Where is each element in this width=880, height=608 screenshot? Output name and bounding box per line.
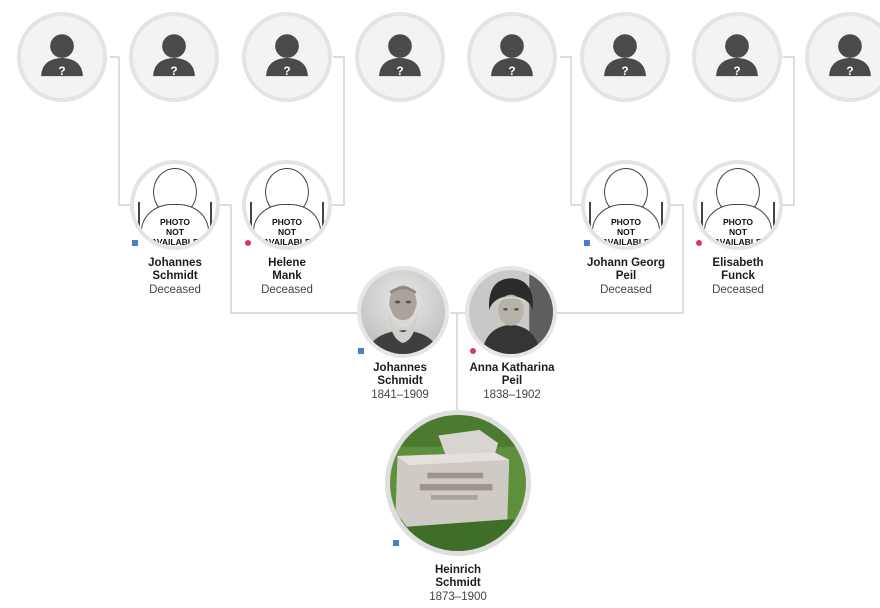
person-lifespan: Deceased [600, 284, 652, 296]
person-name: Helene Mank [268, 257, 306, 282]
person-portrait-johannes-schmidt[interactable] [357, 266, 449, 358]
person-lifespan: 1838–1902 [483, 389, 541, 401]
person-name: Johann Georg Peil [587, 257, 665, 282]
photo-not-available-text: PHOTO NOT AVAILABLE [263, 217, 311, 247]
person-card-elisabeth-funck[interactable]: Elisabeth Funck Deceased [678, 257, 798, 297]
person-card-johannes-schmidt[interactable]: Johannes Schmidt 1841–1909 [340, 362, 460, 402]
unknown-ancestor-question-mark: ? [170, 64, 177, 78]
person-silhouette-icon: ? [379, 34, 421, 78]
unknown-ancestor-question-mark: ? [283, 64, 290, 78]
unknown-ancestor-question-mark: ? [733, 64, 740, 78]
person-silhouette-icon: ? [604, 34, 646, 78]
person-lifespan: Deceased [261, 284, 313, 296]
person-portrait-helene-mank[interactable]: PHOTO NOT AVAILABLE [242, 160, 332, 250]
person-card-helene-mank[interactable]: Helene Mank Deceased [227, 257, 347, 297]
portrait-photo-bearded-man [361, 270, 445, 354]
person-name: Heinrich Schmidt [434, 564, 481, 589]
male-gender-icon [393, 540, 399, 546]
placeholder-edge [773, 202, 775, 230]
unknown-ancestor-3[interactable]: ? [242, 12, 332, 102]
person-silhouette-icon: ? [491, 34, 533, 78]
person-portrait-johannes-schmidt-sr[interactable]: PHOTO NOT AVAILABLE [130, 160, 220, 250]
unknown-ancestor-2[interactable]: ? [129, 12, 219, 102]
female-gender-icon [245, 240, 251, 246]
person-silhouette-icon: ? [153, 34, 195, 78]
male-gender-icon [358, 348, 364, 354]
placeholder-body-outline [141, 204, 209, 246]
placeholder-edge [661, 202, 663, 230]
female-gender-icon [696, 240, 702, 246]
person-card-johannes-schmidt-sr[interactable]: Johannes Schmidt Deceased [115, 257, 235, 297]
unknown-ancestor-question-mark: ? [846, 64, 853, 78]
person-portrait-anna-katharina-peil[interactable] [465, 266, 557, 358]
person-card-anna-katharina-peil[interactable]: Anna Katharina Peil 1838–1902 [452, 362, 572, 402]
unknown-ancestor-1[interactable]: ? [17, 12, 107, 102]
placeholder-edge [701, 202, 703, 230]
person-portrait-elisabeth-funck[interactable]: PHOTO NOT AVAILABLE [693, 160, 783, 250]
placeholder-edge [322, 202, 324, 230]
unknown-ancestor-question-mark: ? [508, 64, 515, 78]
photo-not-available-text: PHOTO NOT AVAILABLE [602, 217, 650, 247]
placeholder-edge [589, 202, 591, 230]
unknown-ancestor-question-mark: ? [621, 64, 628, 78]
person-name: Johannes Schmidt [148, 257, 202, 282]
person-silhouette-icon: ? [266, 34, 308, 78]
placeholder-body-outline [592, 204, 660, 246]
photo-not-available-text: PHOTO NOT AVAILABLE [151, 217, 199, 247]
portrait-photo-woman-bonnet [469, 270, 553, 354]
male-gender-icon [584, 240, 590, 246]
person-lifespan: 1873–1900 [429, 591, 487, 603]
female-gender-icon [470, 348, 476, 354]
placeholder-edge [210, 202, 212, 230]
unknown-ancestor-6[interactable]: ? [580, 12, 670, 102]
person-name: Anna Katharina Peil [469, 362, 555, 387]
placeholder-edge [138, 202, 140, 230]
gravestone-photo [390, 415, 526, 551]
person-lifespan: 1841–1909 [371, 389, 429, 401]
person-name: Johannes Schmidt [373, 362, 427, 387]
person-portrait-johann-georg-peil[interactable]: PHOTO NOT AVAILABLE [581, 160, 671, 250]
male-gender-icon [132, 240, 138, 246]
person-lifespan: Deceased [712, 284, 764, 296]
unknown-ancestor-8[interactable]: ? [805, 12, 880, 102]
person-silhouette-icon: ? [716, 34, 758, 78]
person-silhouette-icon: ? [829, 34, 871, 78]
unknown-ancestor-5[interactable]: ? [467, 12, 557, 102]
person-lifespan: Deceased [149, 284, 201, 296]
unknown-ancestor-4[interactable]: ? [355, 12, 445, 102]
person-silhouette-icon: ? [41, 34, 83, 78]
placeholder-edge [250, 202, 252, 230]
unknown-ancestor-question-mark: ? [58, 64, 65, 78]
unknown-ancestor-question-mark: ? [396, 64, 403, 78]
person-card-johann-georg-peil[interactable]: Johann Georg Peil Deceased [566, 257, 686, 297]
person-card-heinrich-schmidt[interactable]: Heinrich Schmidt 1873–1900 [398, 564, 518, 604]
person-portrait-heinrich-schmidt[interactable] [385, 410, 531, 556]
person-name: Elisabeth Funck [712, 257, 764, 282]
photo-not-available-text: PHOTO NOT AVAILABLE [714, 217, 762, 247]
unknown-ancestor-7[interactable]: ? [692, 12, 782, 102]
